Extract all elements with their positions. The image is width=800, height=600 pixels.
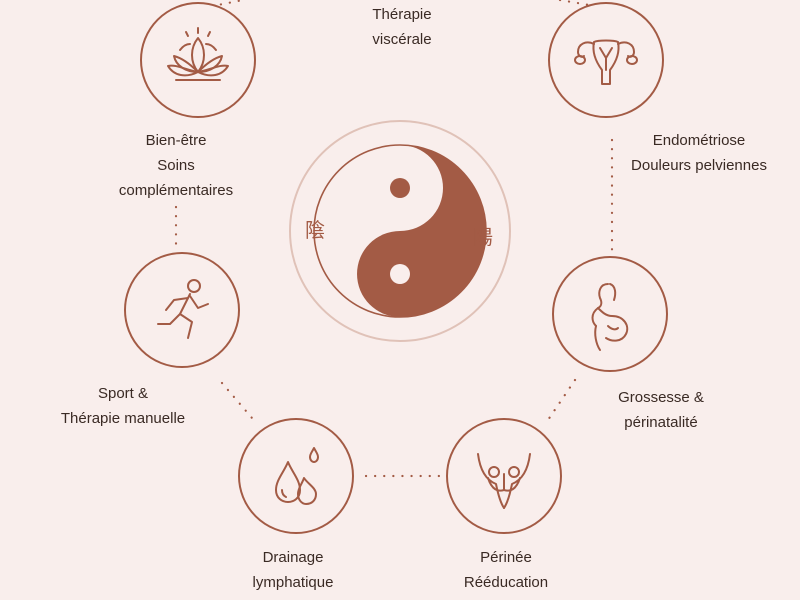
yin-yang-icon <box>289 120 511 342</box>
label-bien-etre: Bien-être Soins complémentaires <box>118 132 234 199</box>
label-grossesse: Grossesse & périnatalité <box>618 389 704 431</box>
yang-character: 陽 <box>473 225 493 249</box>
node-endometriose[interactable] <box>548 2 664 118</box>
label-endometriose: Endométriose Douleurs pelviennes <box>631 132 767 174</box>
label-sport: Sport & Thérapie manuelle <box>60 385 186 427</box>
runner-icon <box>157 279 209 339</box>
label-therapie-viscerale: Thérapie viscérale <box>372 6 432 48</box>
node-sport[interactable] <box>124 252 240 368</box>
yin-character: 陰 <box>305 218 325 242</box>
node-drainage[interactable] <box>238 418 354 534</box>
yin-yang-emblem: 陰 陽 <box>285 116 515 346</box>
node-bien-etre[interactable] <box>140 2 256 118</box>
lotus-icon <box>167 27 229 81</box>
node-perinee[interactable] <box>446 418 562 534</box>
pregnant-woman-icon <box>591 283 629 351</box>
node-grossesse[interactable] <box>552 256 668 372</box>
label-drainage: Drainage lymphatique <box>252 549 334 591</box>
pelvis-icon <box>477 453 531 509</box>
uterus-icon <box>574 39 638 85</box>
label-perinee: Périnée Rééducation <box>463 549 549 591</box>
connector-pregnant-pelvis <box>546 378 577 422</box>
connector-uterus-top <box>558 0 597 8</box>
water-drops-icon <box>275 447 319 505</box>
